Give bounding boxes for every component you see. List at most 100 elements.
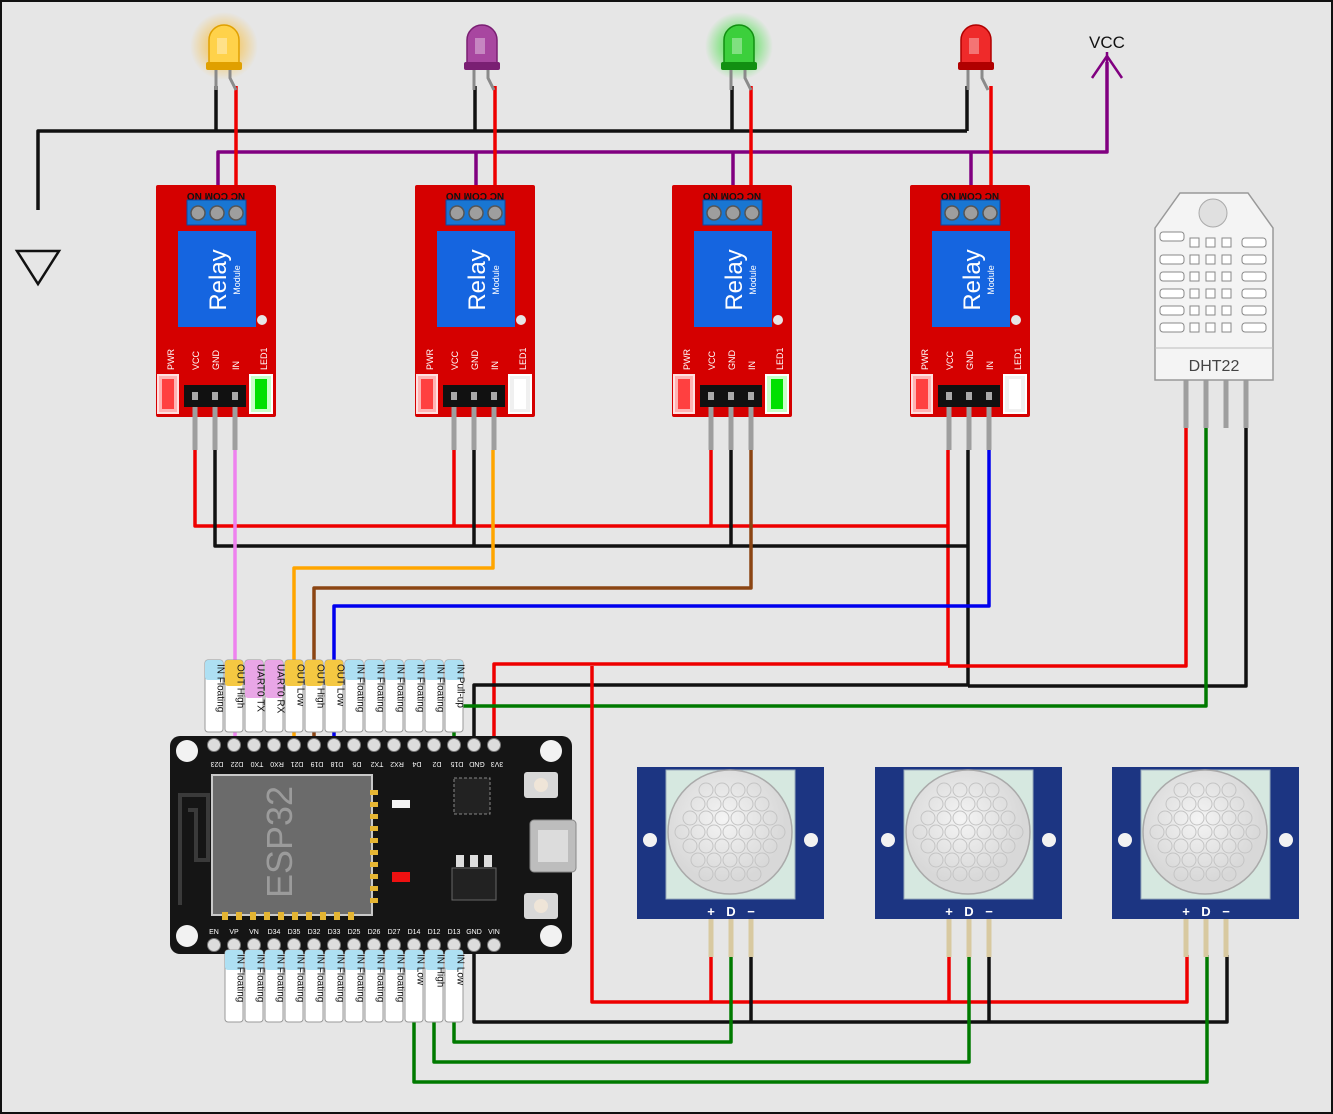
- esp32-pin-vin[interactable]: [487, 938, 501, 952]
- wire-dht-vcc[interactable]: [948, 428, 1188, 668]
- esp32-pin-tx0[interactable]: [247, 738, 261, 752]
- pin-state-label: IN Floating: [344, 949, 366, 1023]
- esp32-pin-d18[interactable]: [327, 738, 341, 752]
- svg-text:IN Floating: IN Floating: [435, 664, 446, 712]
- esp32-pin-label: TX0: [250, 760, 263, 767]
- pin-state-label: IN Floating: [364, 949, 386, 1023]
- wire-pir-vcc-bus[interactable]: [590, 666, 1189, 1004]
- esp32-pin-gnd[interactable]: [467, 938, 481, 952]
- wire-relay-vcc-bus[interactable]: [193, 450, 948, 528]
- wire-pir3-data[interactable]: [412, 955, 1209, 1084]
- esp32-pin-label: D32: [308, 929, 321, 936]
- pir-sensor-group: +D−+D−+D−: [637, 767, 1299, 957]
- pin-state-label: IN Low: [444, 949, 466, 1023]
- relay-pin-led1: LED1: [1013, 347, 1023, 370]
- esp32-pin-d21[interactable]: [287, 738, 301, 752]
- wire-relay-gnd-bus[interactable]: [213, 450, 968, 548]
- relay-subtitle: Module: [491, 265, 501, 295]
- pin-state-label: IN Floating: [404, 659, 426, 733]
- svg-text:UART0 RX: UART0 RX: [275, 664, 286, 714]
- esp32-pin-label: D34: [268, 929, 281, 936]
- svg-text:IN Low: IN Low: [455, 954, 466, 986]
- esp32-pin-label: D21: [290, 760, 303, 767]
- pin-state-label: IN Floating: [284, 949, 306, 1023]
- relay-pin-led1: LED1: [259, 347, 269, 370]
- pir-pin-label: +: [707, 904, 715, 919]
- svg-text:IN Floating: IN Floating: [275, 954, 286, 1002]
- pin-state-label: IN Floating: [424, 659, 446, 733]
- esp32-pin-label: RX0: [270, 760, 284, 767]
- dht22-sensor[interactable]: DHT22: [1154, 192, 1274, 428]
- led-yellow[interactable]: [190, 12, 258, 91]
- pin-state-label: IN Floating: [324, 949, 346, 1023]
- wire-pir2-data[interactable]: [432, 955, 971, 1064]
- pir-pin-label: D: [1201, 904, 1210, 919]
- svg-text:IN Floating: IN Floating: [315, 954, 326, 1002]
- esp32-pin-d15[interactable]: [447, 738, 461, 752]
- wire-relay4-vcc[interactable]: [492, 450, 950, 742]
- wire-pir-gnd-bus[interactable]: [472, 930, 1229, 1024]
- esp32-pin-rx0[interactable]: [267, 738, 281, 752]
- relay-title: Relay: [721, 249, 748, 310]
- esp32-pin-rx2[interactable]: [387, 738, 401, 752]
- svg-text:IN Floating: IN Floating: [395, 664, 406, 712]
- wire-relay4-gnd[interactable]: [472, 450, 970, 742]
- pir-sensor-3[interactable]: +D−: [1112, 767, 1299, 957]
- dht-vent-grid: [1159, 231, 1267, 333]
- led-purple[interactable]: [464, 24, 500, 91]
- esp32-pin-gnd[interactable]: [467, 738, 481, 752]
- esp32-pin-d22[interactable]: [227, 738, 241, 752]
- pir-pin-label: D: [726, 904, 735, 919]
- esp32-pin-en[interactable]: [207, 938, 221, 952]
- pin-state-label: IN Floating: [344, 659, 366, 733]
- wire-vcc-rail[interactable]: [216, 62, 1109, 212]
- esp32-pin-d19[interactable]: [307, 738, 321, 752]
- svg-text:IN High: IN High: [435, 954, 446, 987]
- svg-text:IN Floating: IN Floating: [215, 664, 226, 712]
- svg-text:OUT High: OUT High: [235, 664, 246, 708]
- pir-pin-label: +: [1182, 904, 1190, 919]
- relay-subtitle: Module: [986, 265, 996, 295]
- relay-terminal-labels: NC COM NO: [446, 190, 505, 201]
- svg-text:IN Pull-up: IN Pull-up: [455, 664, 466, 708]
- led-red[interactable]: [958, 24, 994, 91]
- led-group: [190, 12, 994, 91]
- antenna-trace: [178, 793, 210, 905]
- wire-relay2-in[interactable]: [292, 450, 495, 742]
- relay-pin-in: IN: [231, 361, 241, 370]
- esp32-pin-d23[interactable]: [207, 738, 221, 752]
- svg-text:OUT High: OUT High: [315, 664, 326, 708]
- pin-state-label: OUT Low: [324, 659, 346, 733]
- svg-text:IN Floating: IN Floating: [355, 954, 366, 1002]
- esp32-pin-d4[interactable]: [407, 738, 421, 752]
- pin-state-label: IN Floating: [364, 659, 386, 733]
- pir-sensor-1[interactable]: +D−: [637, 767, 824, 957]
- esp32-pin-label: D2: [432, 760, 441, 767]
- esp32-pin-label: D33: [328, 929, 341, 936]
- pir-sensor-2[interactable]: +D−: [875, 767, 1062, 957]
- esp32-pin-3v3[interactable]: [487, 738, 501, 752]
- esp32-pin-d5[interactable]: [347, 738, 361, 752]
- svg-text:IN Floating: IN Floating: [375, 664, 386, 712]
- relay-pin-gnd: GND: [965, 350, 975, 371]
- wire-led-ground-rail[interactable]: [36, 129, 967, 210]
- wire-dht-gnd[interactable]: [968, 428, 1248, 688]
- esp32-pin-label: RX2: [390, 760, 404, 767]
- led-green[interactable]: [705, 12, 773, 91]
- esp32-pin-d2[interactable]: [427, 738, 441, 752]
- relay-pin-led1: LED1: [775, 347, 785, 370]
- relay-pin-vcc: VCC: [707, 350, 717, 370]
- relay-pin-gnd: GND: [211, 350, 221, 371]
- esp32-pin-tx2[interactable]: [367, 738, 381, 752]
- pir-pin-label: D: [964, 904, 973, 919]
- svg-text:OUT Low: OUT Low: [335, 664, 346, 707]
- relay-pin-vcc: VCC: [191, 350, 201, 370]
